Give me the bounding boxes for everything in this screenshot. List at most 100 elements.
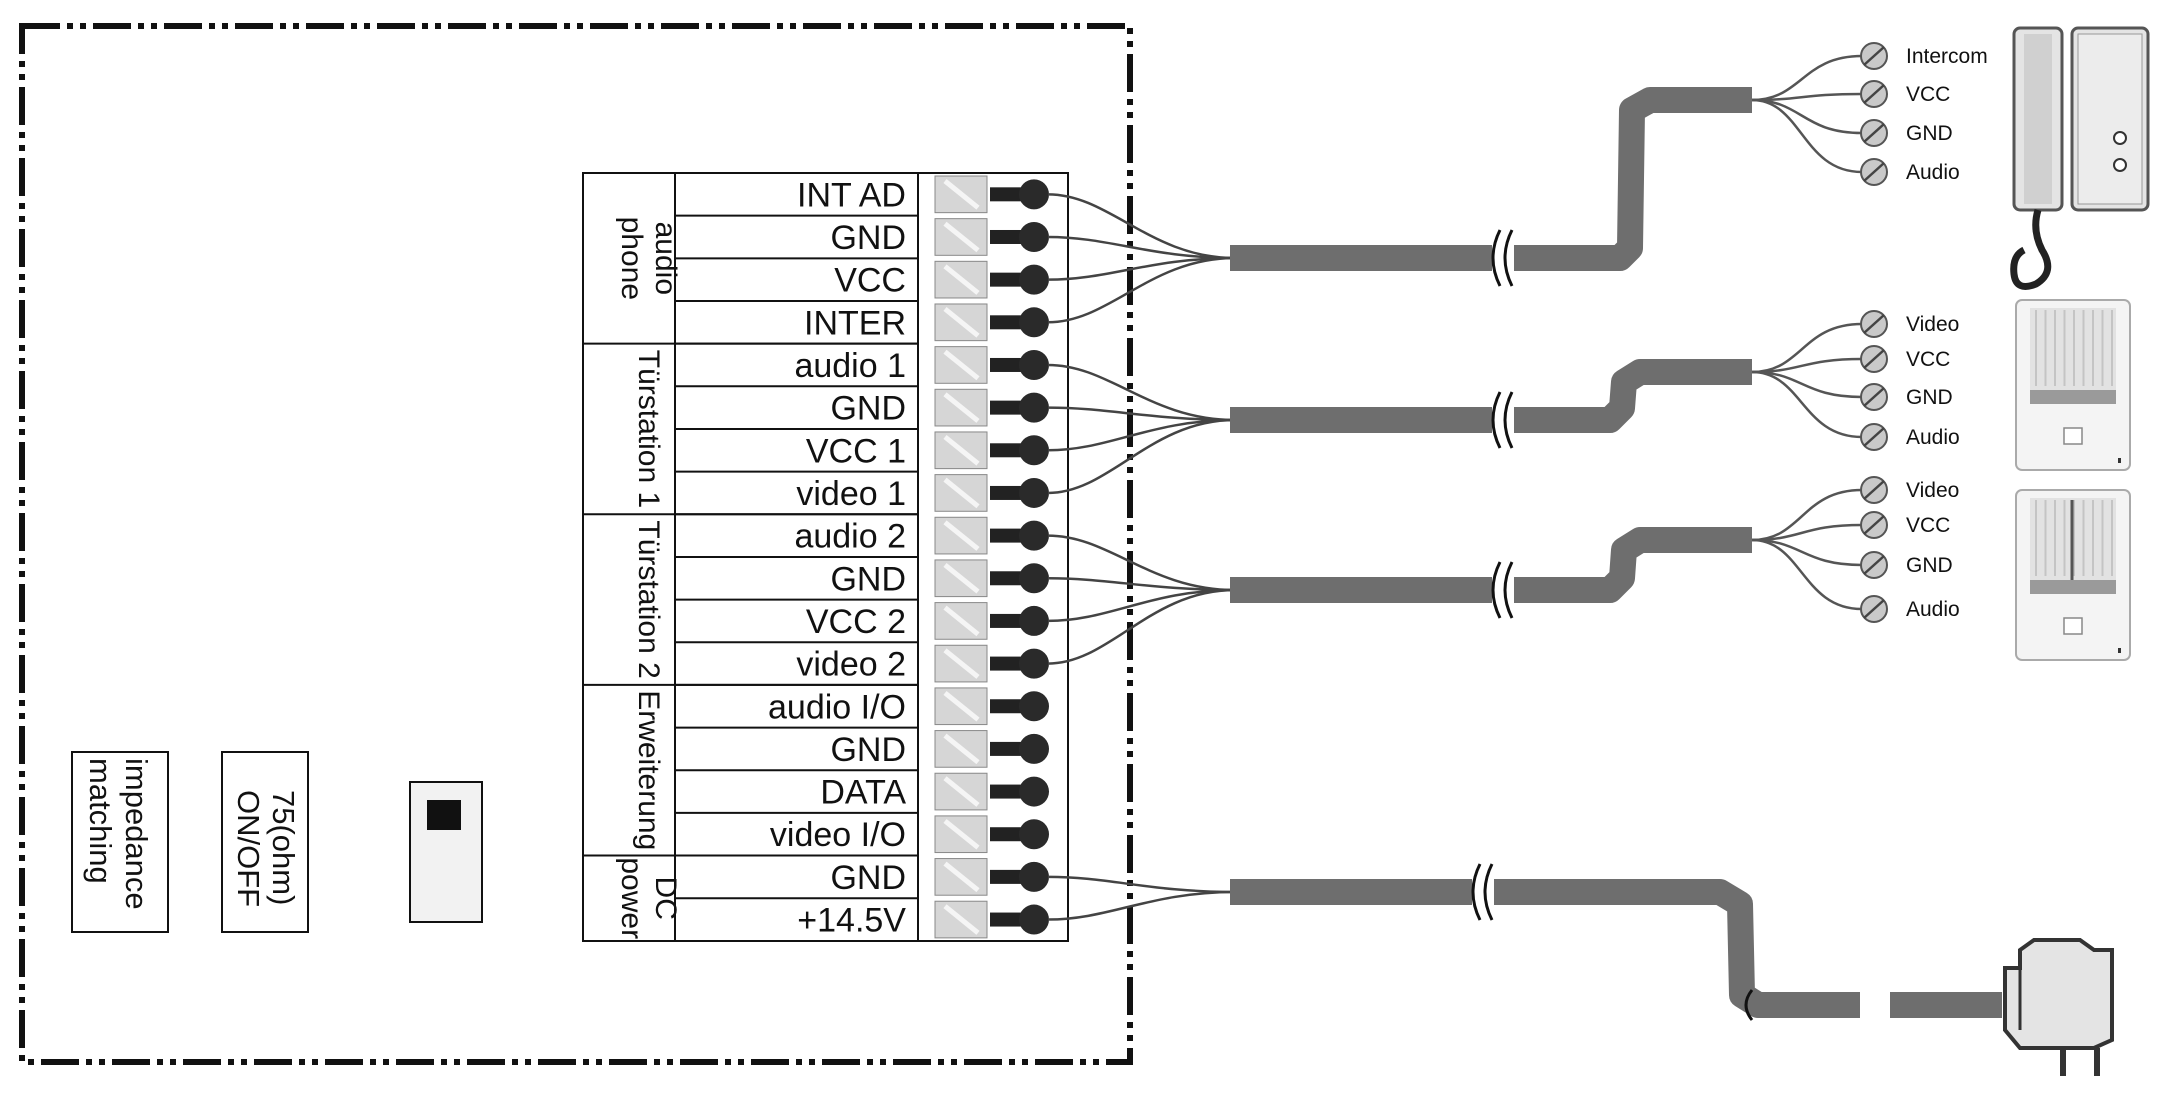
screw-slot xyxy=(1863,387,1885,407)
terminal-slot xyxy=(943,477,980,509)
terminal-label: GND xyxy=(830,859,906,897)
terminal-wire-end xyxy=(1019,819,1049,850)
fan-wire xyxy=(1751,322,1863,374)
terminal-ferrule xyxy=(990,912,1028,927)
terminal-ferrule xyxy=(990,229,1028,244)
group-label: audio xyxy=(649,222,682,295)
terminal-wire-end xyxy=(1019,691,1049,722)
wire xyxy=(1047,363,1236,422)
fan-wire xyxy=(1751,523,1863,542)
terminal-label: video 1 xyxy=(796,475,906,513)
group-label: power xyxy=(615,857,648,939)
plug-pin xyxy=(2094,1048,2100,1076)
call-button-icon xyxy=(2063,427,2083,445)
terminal-ferrule xyxy=(990,656,1028,671)
screw-slot xyxy=(1863,162,1885,182)
wire xyxy=(1047,577,1236,592)
terminal-wire-end xyxy=(1019,264,1049,295)
terminal-ferrule xyxy=(990,443,1028,458)
terminal-label: GND xyxy=(830,731,906,769)
plug-cord xyxy=(1890,992,2002,1018)
cable-power xyxy=(1047,875,1860,1018)
cable-gap xyxy=(1472,870,1494,914)
screw-slot xyxy=(1863,427,1885,447)
break-line xyxy=(1503,561,1514,619)
device-wire-label: GND xyxy=(1906,554,1953,577)
terminal-slot xyxy=(943,690,980,722)
call-button-icon xyxy=(2063,617,2083,635)
terminal-slot xyxy=(943,221,980,253)
terminal-label: INTER xyxy=(804,304,906,342)
terminal-slot xyxy=(943,818,980,850)
terminal-label: video I/O xyxy=(770,816,906,854)
plug-pin xyxy=(2060,1048,2066,1076)
terminal-wire-end xyxy=(1019,349,1049,380)
device-wire-label: VCC xyxy=(1906,83,1950,106)
fan-wire xyxy=(1751,538,1863,567)
devices: IntercomVCCGNDAudioVideoVCCGNDAudioVideo… xyxy=(1751,26,2150,661)
device-wire-label: Video xyxy=(1906,479,1959,502)
terminal-wire-end xyxy=(1019,904,1049,935)
cable-break xyxy=(1471,863,1494,921)
terminal-wire-end xyxy=(1019,477,1049,508)
terminal-label: INT AD xyxy=(797,176,906,214)
wire xyxy=(1047,875,1236,894)
device-wire-label: GND xyxy=(1906,122,1953,145)
fan-wire xyxy=(1751,98,1863,174)
device-wire-label: VCC xyxy=(1906,348,1950,371)
cable-door2 xyxy=(1047,527,1752,665)
terminal-wire-end xyxy=(1019,221,1049,252)
screw-slot xyxy=(1863,480,1885,500)
cable-break xyxy=(1491,229,1514,287)
terminal-label: GND xyxy=(830,219,906,257)
device-wire-label: Intercom xyxy=(1906,45,1988,68)
break-line xyxy=(1503,229,1514,287)
terminal-ferrule xyxy=(990,315,1028,330)
terminal-wire-end xyxy=(1019,179,1049,210)
fan-wire xyxy=(1751,370,1863,439)
terminal-slot xyxy=(943,605,980,637)
break-line xyxy=(1491,561,1502,619)
terminal-ferrule xyxy=(990,357,1028,372)
cord xyxy=(2010,208,2052,290)
terminal-slot xyxy=(943,904,980,935)
break-line xyxy=(1471,863,1482,921)
terminal-slot xyxy=(943,179,980,210)
wire xyxy=(1047,890,1236,921)
terminal-label: audio 1 xyxy=(794,347,906,385)
cable-break xyxy=(1491,561,1514,619)
cable-audiophone xyxy=(1047,87,1752,324)
terminal-slot xyxy=(943,648,980,679)
screw-slot xyxy=(1863,349,1885,369)
wire xyxy=(1047,256,1236,281)
screw-slot xyxy=(1863,123,1885,143)
switch-label-line2: ON/OFF xyxy=(231,790,266,907)
device-wire-label: Audio xyxy=(1906,426,1960,449)
impedance-switch-knob xyxy=(427,800,461,830)
cable-gap xyxy=(1492,398,1514,442)
terminal-label: VCC 2 xyxy=(806,603,906,641)
screw-slot xyxy=(1863,599,1885,619)
terminal-ferrule xyxy=(990,187,1028,202)
device-wire-label: Video xyxy=(1906,313,1959,336)
terminal-ferrule xyxy=(990,741,1028,756)
terminal-wire-end xyxy=(1019,648,1049,679)
terminal-label: VCC xyxy=(834,262,906,300)
fan-wire xyxy=(1751,357,1863,374)
device-wire-label: GND xyxy=(1906,386,1953,409)
screw-slot xyxy=(1863,84,1885,104)
terminal-label: GND xyxy=(830,560,906,598)
terminal-slot xyxy=(943,520,980,551)
terminal-label: VCC 1 xyxy=(806,432,906,470)
fan-wire xyxy=(1751,98,1863,135)
terminal-ferrule xyxy=(990,699,1028,714)
terminal-ferrule xyxy=(990,272,1028,287)
terminal-ferrule xyxy=(990,400,1028,415)
terminal-wire-end xyxy=(1019,605,1049,636)
cable-gap xyxy=(1492,236,1514,280)
wire xyxy=(1047,256,1236,324)
